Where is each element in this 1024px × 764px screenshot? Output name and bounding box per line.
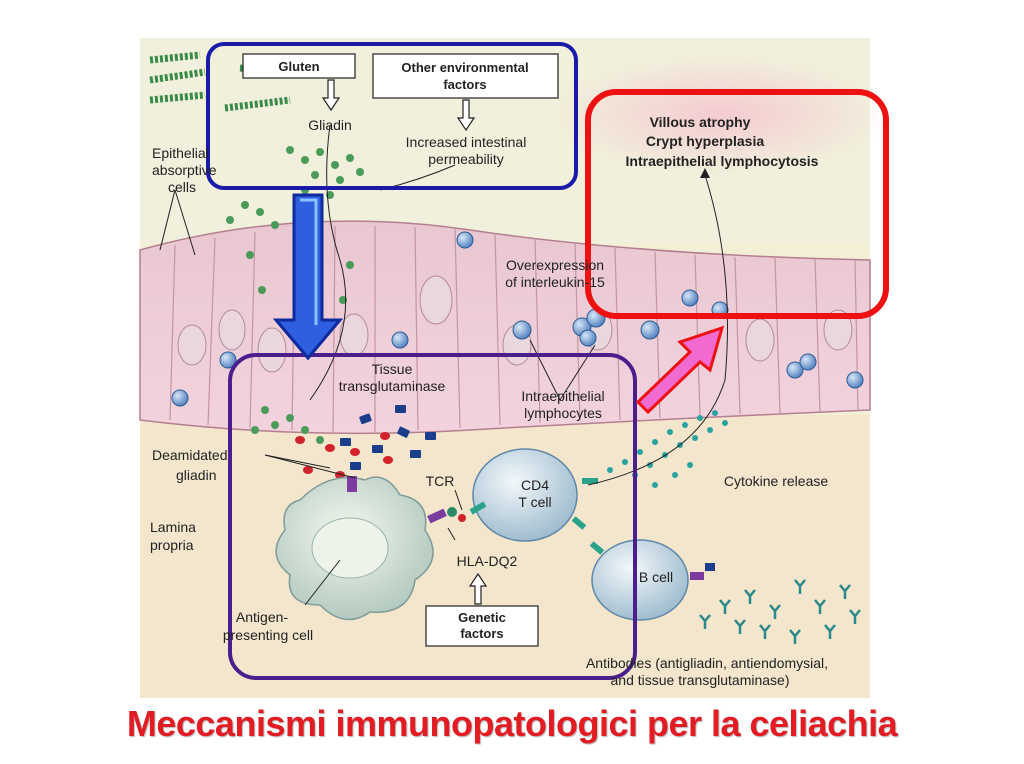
other-factors-label-2: factors bbox=[443, 77, 486, 92]
antibodies-label-2: and tissue transglutaminase) bbox=[611, 672, 790, 688]
deamidated-gliadin-molecules bbox=[295, 432, 393, 479]
slide-title: Meccanismi immunopatologici per la celia… bbox=[126, 703, 898, 744]
lamina-label-2: propria bbox=[150, 537, 194, 553]
permeability-label-1: Increased intestinal bbox=[406, 134, 527, 150]
transglutaminase-label-1: Tissue bbox=[372, 361, 413, 377]
permeability-label-2: permeability bbox=[428, 151, 503, 167]
cd4-label-2: T cell bbox=[518, 494, 551, 510]
other-factors-box bbox=[372, 53, 559, 99]
gliadin-label: Gliadin bbox=[308, 117, 352, 133]
apc-label-1: Antigen- bbox=[236, 609, 288, 625]
antibody-shapes bbox=[699, 579, 861, 644]
transglutaminase-label-2: transglutaminase bbox=[339, 378, 446, 394]
tcr-receptor bbox=[469, 478, 598, 530]
hla-dq2-receptor bbox=[347, 476, 466, 524]
environmental-factors-box bbox=[206, 42, 578, 190]
mucosal-damage-box bbox=[585, 89, 889, 319]
epithelial-cell-walls bbox=[169, 225, 859, 433]
genetic-factors-box bbox=[425, 605, 539, 647]
lamina-label-1: Lamina bbox=[150, 519, 196, 535]
cd4-label-1: CD4 bbox=[521, 477, 549, 493]
genetic-label-1: Genetic bbox=[458, 610, 506, 625]
villous-atrophy-label: Villous atrophy bbox=[650, 114, 751, 130]
crypt-hyperplasia-label: Crypt hyperplasia bbox=[646, 133, 764, 149]
lymphocytosis-label: Intraepithelial lymphocytosis bbox=[626, 153, 819, 169]
iel-label-2: lymphocytes bbox=[524, 405, 602, 421]
outcome-arrowhead bbox=[700, 168, 710, 178]
apc-nucleus bbox=[311, 517, 389, 579]
blue-arrow-highlight bbox=[300, 198, 318, 325]
pink-up-arrow bbox=[635, 325, 725, 415]
cd4-t-cell bbox=[472, 448, 578, 542]
deamidated-label-2: gliadin bbox=[176, 467, 216, 483]
blue-down-arrow bbox=[272, 193, 344, 361]
other-factors-label-1: Other environmental bbox=[401, 60, 528, 75]
b-cell bbox=[591, 539, 689, 621]
il15-label-2: of interleukin-15 bbox=[505, 274, 605, 290]
gluten-label: Gluten bbox=[278, 59, 319, 74]
genetic-label-2: factors bbox=[460, 626, 503, 641]
input-arrows bbox=[321, 79, 476, 132]
gluten-box bbox=[242, 53, 356, 79]
epithelial-label-2: absorptive bbox=[152, 162, 217, 178]
iel-label-1: Intraepithelial bbox=[521, 388, 604, 404]
il15-label-1: Overexpression bbox=[506, 257, 604, 273]
cytokine-label: Cytokine release bbox=[724, 473, 828, 489]
outcome-glow bbox=[550, 55, 890, 175]
epithelial-label-1: Epithelial bbox=[152, 145, 209, 161]
hla-label: HLA-DQ2 bbox=[457, 553, 518, 569]
b-cell-label: B cell bbox=[639, 569, 673, 585]
antibodies-label-1: Antibodies (antigliadin, antiendomysial, bbox=[586, 655, 828, 671]
apc-label-2: presenting cell bbox=[223, 627, 313, 643]
tcr-label: TCR bbox=[426, 473, 455, 489]
deamidated-label-1: Deamidated bbox=[152, 447, 228, 463]
transglutaminase-molecules bbox=[340, 405, 436, 470]
genetic-arrow bbox=[468, 572, 488, 605]
b-cell-receptors bbox=[589, 541, 715, 580]
immune-response-box bbox=[228, 353, 637, 680]
epithelial-label-3: cells bbox=[168, 179, 196, 195]
